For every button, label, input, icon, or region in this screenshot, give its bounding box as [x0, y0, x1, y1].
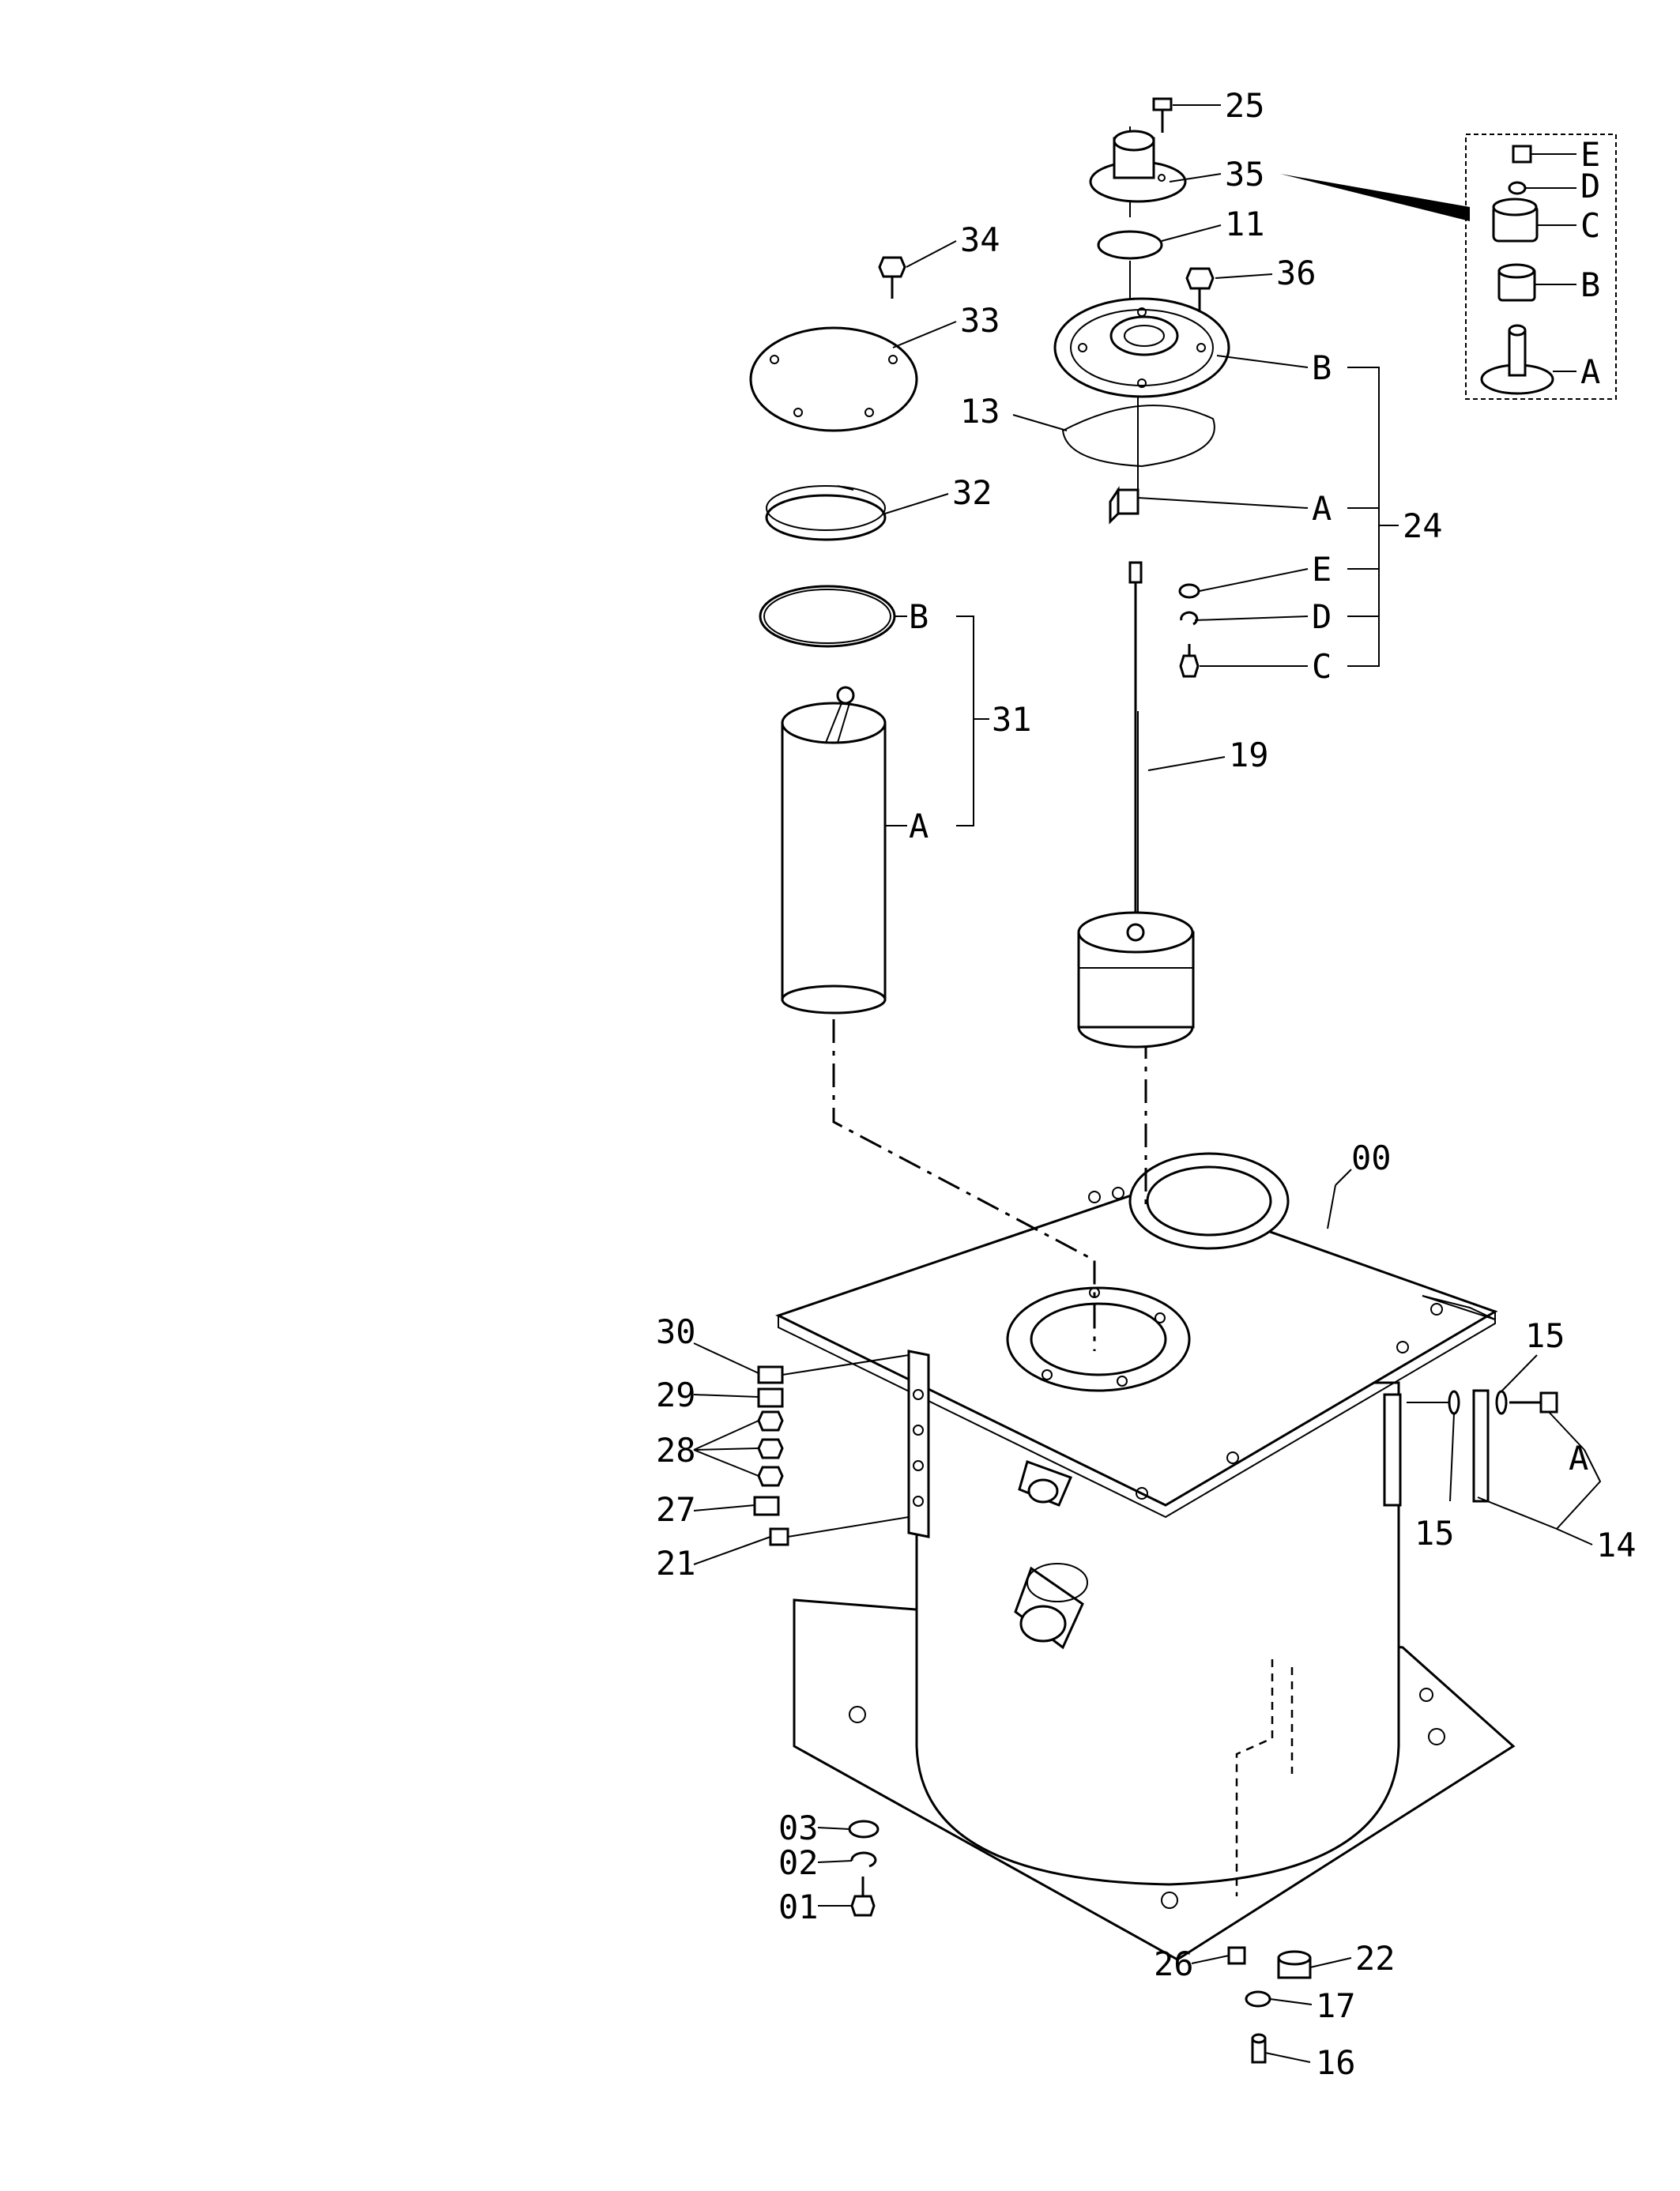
- inset-letter-A: A: [1580, 352, 1600, 391]
- part-24A-bracket: [1109, 486, 1139, 525]
- part-36-bolt: [1185, 267, 1215, 320]
- item31-letter-B: B: [909, 597, 929, 636]
- part-02-lock-washer: [850, 1851, 877, 1868]
- label-30: 30: [656, 1312, 696, 1351]
- label-00: 00: [1351, 1139, 1392, 1177]
- part-15-washer-right: [1495, 1390, 1508, 1415]
- part-03-washer: [848, 1820, 880, 1839]
- part-19-rod: [1128, 561, 1143, 924]
- label-19: 19: [1229, 736, 1269, 774]
- part-14-strap: [1472, 1389, 1490, 1503]
- part-26-plug: [1227, 1946, 1246, 1965]
- label-13: 13: [960, 392, 1000, 431]
- inset-letter-E: E: [1580, 135, 1600, 174]
- tank-side-pad: [1383, 1393, 1402, 1507]
- label-27: 27: [656, 1490, 696, 1529]
- label-24: 24: [1403, 506, 1443, 545]
- part-11-o-ring: [1097, 230, 1163, 260]
- label-01: 01: [778, 1888, 819, 1926]
- part-28-fittings: [757, 1410, 784, 1487]
- label-29: 29: [656, 1376, 696, 1414]
- label-25: 25: [1225, 86, 1265, 125]
- label-03: 03: [778, 1809, 819, 1847]
- part-01-bolt: [850, 1877, 876, 1917]
- part-15-washer-left: [1448, 1390, 1460, 1415]
- label-32: 32: [952, 473, 993, 512]
- label-02: 02: [778, 1843, 819, 1882]
- part-29-elbow-fitting: [757, 1387, 784, 1408]
- item24-letter-A: A: [1312, 489, 1332, 528]
- inset-letter-D: D: [1580, 167, 1600, 205]
- tank-body: [915, 1381, 1400, 1886]
- part-21-plug: [769, 1516, 910, 1546]
- part-34-bolt: [878, 256, 906, 299]
- item31-letter-A: A: [909, 807, 929, 845]
- label-15-bottom: 15: [1414, 1514, 1455, 1553]
- inset-letter-C: C: [1580, 206, 1600, 245]
- label-35: 35: [1225, 155, 1265, 194]
- item24-letter-C: C: [1312, 647, 1332, 686]
- inset-letter-B: B: [1580, 265, 1600, 304]
- part-24-cover-plate: [1053, 297, 1230, 398]
- part-33-cover: [749, 326, 918, 432]
- label-36: 36: [1276, 254, 1317, 292]
- label-14: 14: [1596, 1526, 1637, 1564]
- label-21: 21: [656, 1544, 696, 1583]
- label-28: 28: [656, 1431, 696, 1470]
- sub-item-letter-labels: E D C B A B A E D C B A A: [909, 135, 1600, 1478]
- label-34: 34: [960, 220, 1000, 259]
- part-number-labels: 25 35 11 36 34 33 13 32 31 19 24 00 30 2…: [656, 86, 1637, 2082]
- label-11: 11: [1225, 205, 1265, 243]
- item24-letter-D: D: [1312, 597, 1332, 636]
- part-25-bolt: [1152, 97, 1173, 133]
- item14-letter-A: A: [1569, 1439, 1588, 1478]
- label-16: 16: [1316, 2043, 1356, 2082]
- leader-lines: [693, 104, 1602, 2063]
- tank-side-bracket: [907, 1350, 930, 1538]
- part-16-bolt: [1251, 2033, 1267, 2064]
- part-14A-bolt: [1509, 1391, 1558, 1414]
- part-30-tee-fitting: [757, 1354, 910, 1384]
- label-26: 26: [1154, 1944, 1194, 1983]
- part-13-gasket: [1061, 405, 1215, 468]
- part-17-washer: [1245, 1990, 1271, 2008]
- part-31B-o-ring: [759, 585, 896, 648]
- label-15-top: 15: [1525, 1316, 1565, 1355]
- label-33: 33: [960, 301, 1000, 340]
- tank-top-plate: [775, 1152, 1498, 1519]
- label-17: 17: [1316, 1986, 1356, 2025]
- label-31: 31: [992, 700, 1032, 739]
- item24-letter-E: E: [1312, 550, 1332, 589]
- part-27-fitting: [753, 1496, 780, 1516]
- part-35-breather: [1089, 130, 1187, 203]
- part-32-spring-ring: [765, 485, 887, 541]
- strainer-element: [1077, 911, 1195, 1048]
- item24-letter-B: B: [1312, 348, 1332, 387]
- part-24-hardware: [1178, 583, 1200, 678]
- label-22: 22: [1355, 1939, 1396, 1978]
- part-31A-filter-element: [781, 686, 887, 1015]
- detail-inset-35: [1280, 134, 1617, 400]
- part-22-drain-plug: [1277, 1950, 1312, 1979]
